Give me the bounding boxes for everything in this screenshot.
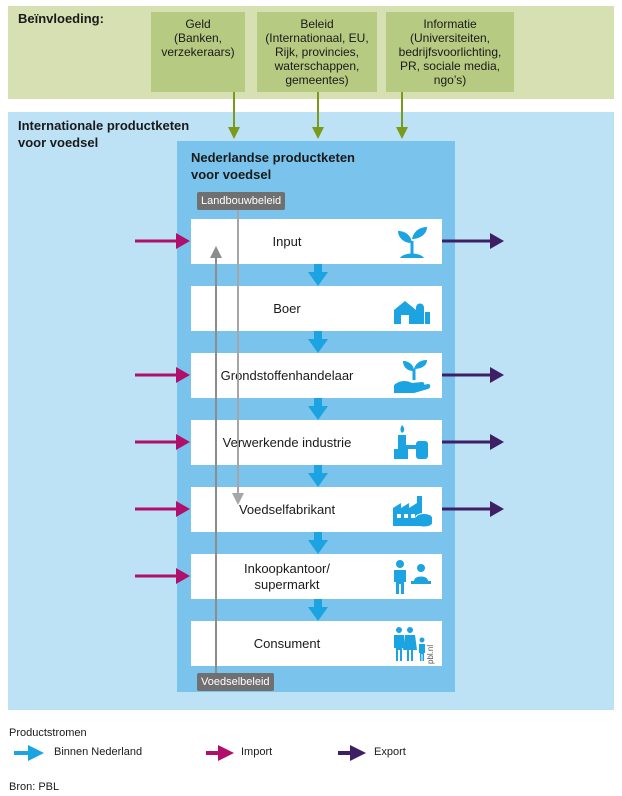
domestic-arrow bbox=[308, 465, 328, 487]
legend-export-arrow-icon bbox=[338, 745, 366, 761]
legend-import-arrow-icon bbox=[206, 745, 234, 761]
export-arrows bbox=[442, 233, 504, 517]
family-icon bbox=[394, 627, 425, 661]
domestic-arrow bbox=[308, 264, 328, 286]
influence-box-information: Informatie (Universiteiten, bedrijfsvoor… bbox=[386, 12, 514, 92]
source-note: Bron: PBL bbox=[9, 781, 60, 793]
export-arrow-commodity-trader bbox=[442, 367, 504, 383]
influence-arrowhead bbox=[228, 127, 240, 139]
export-arrow-input bbox=[442, 233, 504, 249]
factory-can-icon bbox=[393, 496, 433, 527]
policy-badge-agriculture: Landbouwbeleid bbox=[197, 192, 286, 210]
step-label: Input bbox=[272, 233, 302, 249]
agriculture-policy-arrowhead bbox=[232, 493, 244, 505]
domestic-flow-arrows bbox=[308, 264, 328, 621]
step-consumer: Consument bbox=[191, 621, 442, 666]
domestic-arrow bbox=[308, 331, 328, 353]
import-arrow-supermarket bbox=[135, 568, 190, 584]
import-arrow-input bbox=[135, 233, 190, 249]
export-arrow-food-manufacturer bbox=[442, 501, 504, 517]
import-arrow-processing-industry bbox=[135, 434, 190, 450]
legend-domestic-label: Binnen Nederland bbox=[54, 746, 143, 758]
international-chain-title: Internationale productketen voor voedsel bbox=[18, 118, 190, 150]
step-purchasing-supermarket: Inkoopkantoor/ supermarkt bbox=[191, 554, 442, 599]
step-processing-industry: Verwerkende industrie bbox=[191, 420, 442, 465]
legend-export-label: Export bbox=[374, 746, 406, 758]
step-label: Verwerkende industrie bbox=[222, 434, 352, 450]
domestic-arrow bbox=[308, 532, 328, 554]
domestic-arrow bbox=[308, 599, 328, 621]
farm-barn-icon bbox=[394, 301, 430, 324]
export-arrow-processing-industry bbox=[442, 434, 504, 450]
step-food-manufacturer: Voedselfabrikant bbox=[191, 487, 442, 532]
national-chain-title: Nederlandse productketen voor voedsel bbox=[191, 150, 355, 182]
import-arrow-commodity-trader bbox=[135, 367, 190, 383]
policy-badge-food: Voedselbeleid bbox=[197, 673, 274, 691]
step-label: Consument bbox=[253, 635, 321, 651]
step-commodity-trader: Grondstoffenhandelaar bbox=[191, 353, 442, 398]
import-arrow-food-manufacturer bbox=[135, 501, 190, 517]
seedling-icon bbox=[398, 227, 427, 258]
influence-arrows bbox=[228, 92, 408, 139]
shop-counter-icon bbox=[394, 560, 431, 594]
step-input: Input bbox=[191, 219, 442, 264]
step-label: Boer bbox=[273, 300, 301, 316]
influence-box-money: Geld (Banken, verzekeraars) bbox=[151, 12, 245, 92]
legend-symbols bbox=[14, 745, 366, 761]
influence-box-policy: Beleid (Internationaal, EU, Rijk, provin… bbox=[257, 12, 377, 92]
domestic-arrow bbox=[308, 398, 328, 420]
hand-plant-icon bbox=[394, 360, 431, 393]
processing-plant-icon bbox=[394, 425, 428, 459]
legend-domestic-arrow-icon bbox=[14, 745, 44, 761]
step-label: Inkoopkantoor/ supermarkt bbox=[243, 560, 330, 592]
step-farmer: Boer bbox=[191, 286, 442, 331]
influence-title: Beïnvloeding: bbox=[18, 11, 104, 26]
food-policy-arrowhead bbox=[210, 246, 222, 258]
import-arrows bbox=[135, 233, 190, 584]
legend-title: Productstromen bbox=[9, 727, 87, 739]
step-label: Voedselfabrikant bbox=[238, 501, 336, 517]
policy-arrows bbox=[210, 210, 244, 673]
influence-arrowhead bbox=[396, 127, 408, 139]
step-label: Grondstoffenhandelaar bbox=[220, 367, 354, 383]
influence-arrowhead bbox=[312, 127, 324, 139]
legend-import-label: Import bbox=[241, 746, 273, 758]
